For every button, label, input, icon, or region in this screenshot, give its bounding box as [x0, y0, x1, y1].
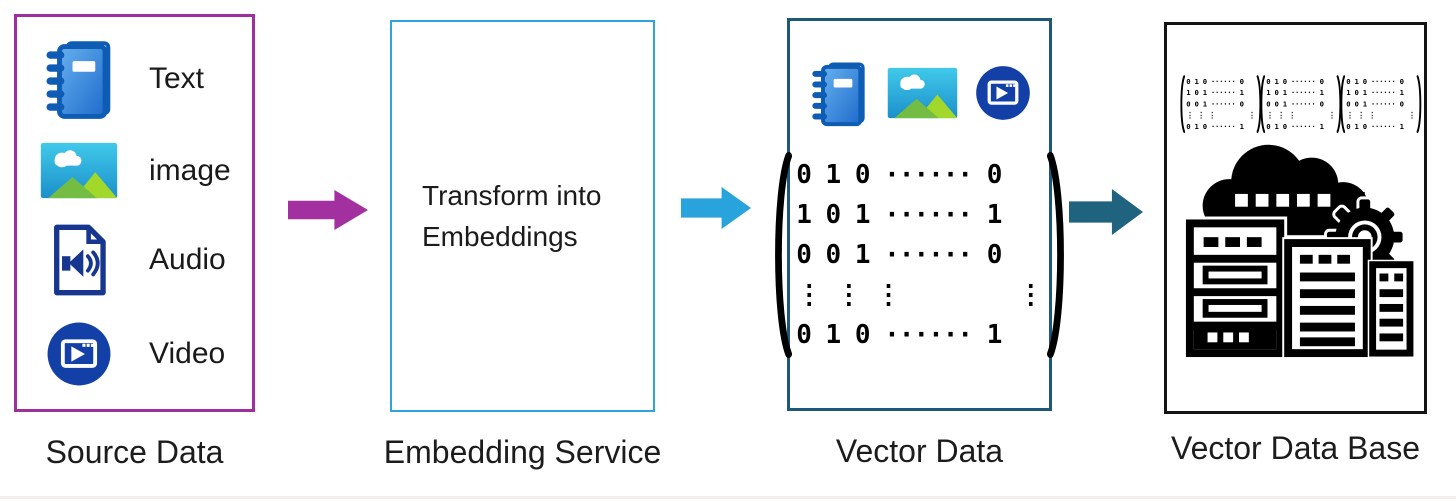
- matrix-bracket-right: [1255, 75, 1261, 133]
- flow-arrow-vector-to-database: [1069, 189, 1143, 235]
- source-item-label: image: [149, 153, 231, 187]
- video-player-icon: [31, 320, 127, 388]
- video-player-icon: [974, 64, 1032, 122]
- source-item-label: Video: [149, 336, 226, 370]
- matrix-bracket-right: [1046, 151, 1064, 359]
- binary-matrix-small: 0 1 0 ······ 0 1 0 1 ······ 1 0 0 1 ····…: [1259, 53, 1341, 133]
- node-source-data: Text image: [14, 14, 255, 471]
- binary-matrix-small: 0 1 0 ······ 0 1 0 1 ······ 1 0 0 1 ····…: [1339, 53, 1421, 133]
- node-label-embedding-service: Embedding Service: [383, 434, 662, 470]
- matrix-row: 0 0 1 ······ 0: [1185, 99, 1244, 109]
- vector-data-source-icons: [807, 57, 1032, 129]
- notebook-icon: [807, 60, 871, 127]
- flow-arrow-source-to-embedding: [288, 190, 368, 230]
- binary-matrix: 0 1 0 ······ 0 1 0 1 ······ 1 0 0 1 ····…: [770, 151, 1069, 359]
- binary-matrix-small: 0 1 0 ······ 0 1 0 1 ······ 1 0 0 1 ····…: [1179, 53, 1261, 133]
- node-vector-data: 0 1 0 ······ 0 1 0 1 ······ 1 0 0 1 ····…: [775, 18, 1064, 470]
- matrix-bracket-left: [1259, 75, 1265, 133]
- embedding-service-body-text: Transform into Embeddings: [422, 180, 602, 252]
- source-item-label: Audio: [149, 242, 226, 276]
- source-item-image: image: [17, 142, 252, 199]
- embedding-service-box: Transform into Embeddings: [390, 20, 655, 412]
- bottom-divider: [0, 496, 1456, 499]
- image-icon: [887, 67, 958, 119]
- matrix-bracket-right: [1335, 75, 1341, 133]
- matrix-row: ⋮ ⋮ ⋮ ⋮: [1345, 111, 1415, 120]
- matrix-row: 0 1 0 ······ 1: [796, 320, 1002, 350]
- node-label-vector-data: Vector Data: [835, 433, 1004, 469]
- matrix-row: 0 1 0 ······ 1: [1185, 122, 1244, 131]
- source-item-audio: Audio: [17, 222, 252, 298]
- matrix-row: ⋮ ⋮ ⋮ ⋮: [1265, 111, 1335, 120]
- matrix-row: ⋮ ⋮ ⋮ ⋮: [796, 280, 1044, 310]
- flow-arrow-embedding-to-vector: [681, 187, 751, 229]
- cloud-database-servers-icon: [1178, 133, 1414, 359]
- matrix-row: 0 1 0 ······ 0: [1345, 77, 1404, 86]
- matrix-bracket-left: [1179, 75, 1185, 133]
- node-label-source-data: Source Data: [45, 434, 224, 470]
- matrix-bracket-right: [1415, 75, 1421, 133]
- source-data-box: Text image: [14, 14, 255, 412]
- notebook-icon: [31, 38, 127, 120]
- matrix-row: 1 0 1 ······ 1: [1265, 88, 1324, 98]
- source-item-video: Video: [17, 320, 252, 388]
- node-label-vector-data-base: Vector Data Base: [1170, 430, 1421, 466]
- audio-document-icon: [31, 222, 127, 298]
- matrix-row: 0 1 0 ······ 0: [796, 160, 1002, 190]
- matrix-row: 0 1 0 ······ 0: [1265, 77, 1324, 86]
- matrix-row: 0 1 0 ······ 1: [1345, 122, 1404, 131]
- node-embedding-service: Transform into Embeddings Embedding Serv…: [384, 20, 661, 471]
- matrix-row: 0 0 1 ······ 0: [1345, 99, 1404, 109]
- vector-data-box: 0 1 0 ······ 0 1 0 1 ······ 1 0 0 1 ····…: [775, 18, 1064, 411]
- matrix-row: ⋮ ⋮ ⋮ ⋮: [1185, 111, 1255, 120]
- matrix-row: 0 0 1 ······ 0: [796, 240, 1002, 270]
- matrix-row: 1 0 1 ······ 1: [1185, 88, 1244, 98]
- matrix-row: 0 1 0 ······ 0: [1185, 77, 1244, 86]
- matrix-bracket-left: [1339, 75, 1345, 133]
- matrix-bracket-left: [775, 151, 793, 359]
- matrix-row: 0 1 0 ······ 1: [1265, 122, 1324, 131]
- matrix-row: 1 0 1 ······ 1: [1345, 88, 1404, 98]
- matrix-row: 0 0 1 ······ 0: [1265, 99, 1324, 109]
- vector-data-base-box: 0 1 0 ······ 0 1 0 1 ······ 1 0 0 1 ····…: [1164, 22, 1427, 414]
- vdb-small-matrices: 0 1 0 ······ 0 1 0 1 ······ 1 0 0 1 ····…: [1179, 53, 1421, 133]
- node-vector-data-base: 0 1 0 ······ 0 1 0 1 ······ 1 0 0 1 ····…: [1164, 22, 1427, 467]
- source-item-text: Text: [17, 38, 252, 120]
- image-icon: [31, 142, 127, 199]
- matrix-row: 1 0 1 ······ 1: [796, 200, 1002, 230]
- source-item-label: Text: [149, 62, 205, 96]
